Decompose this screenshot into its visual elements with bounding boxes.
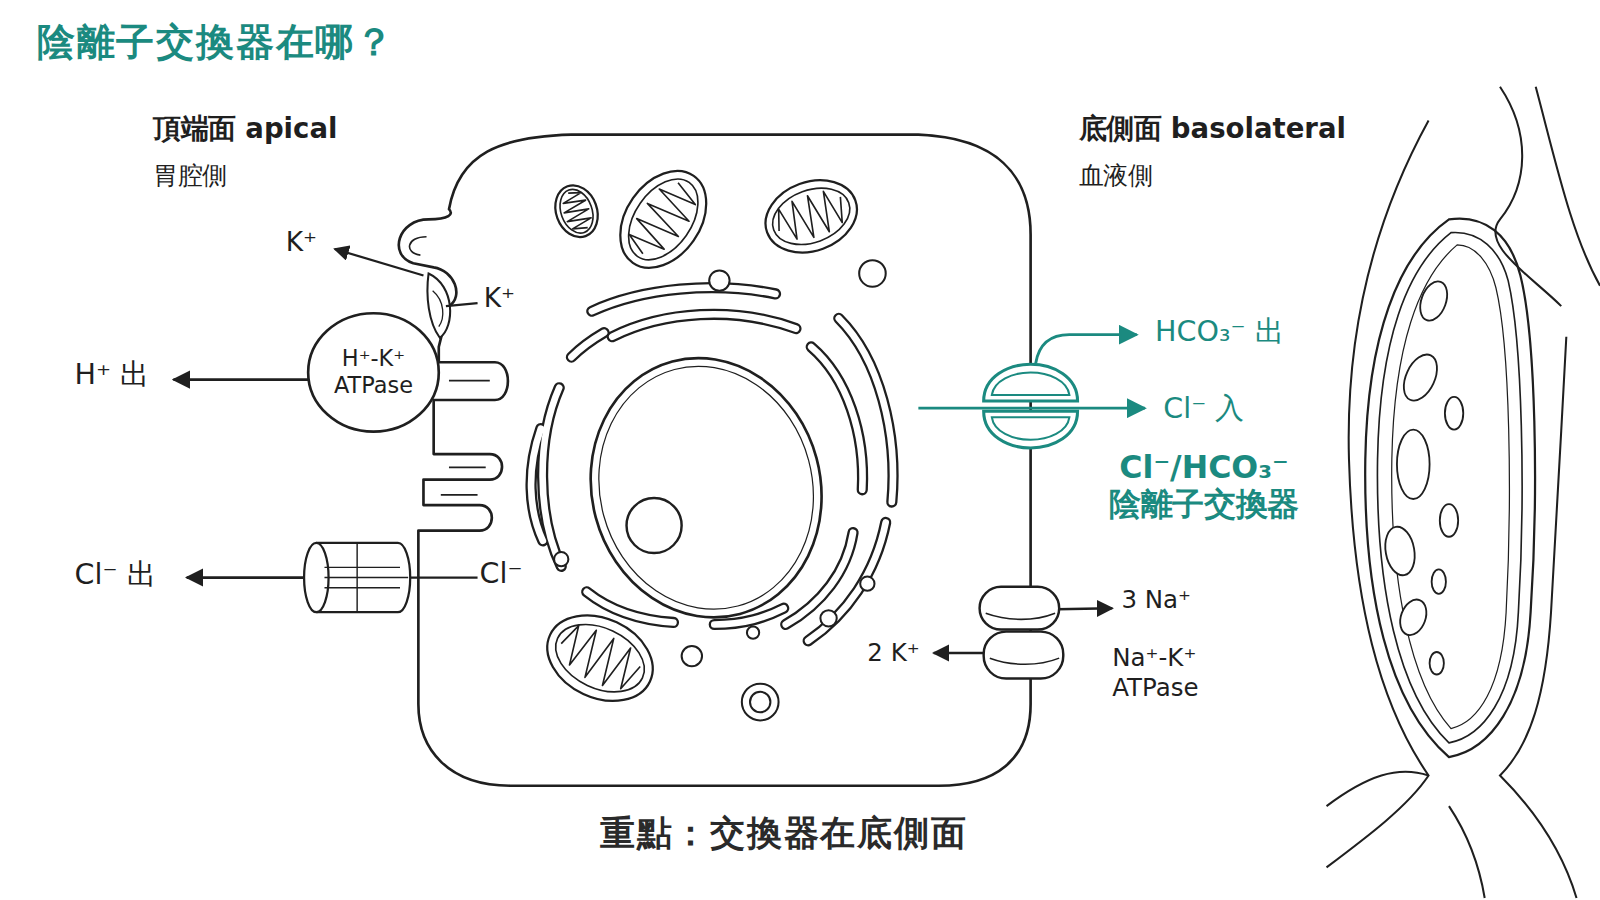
vesicles-part — [554, 552, 568, 566]
diagram-caption: 重點：交換器在底側面 — [478, 812, 1090, 854]
cl-channel-part — [316, 543, 410, 612]
vesicles-part — [820, 610, 836, 626]
k-in-leader — [446, 303, 478, 306]
capillary-part — [1500, 337, 1577, 898]
nucleus — [562, 332, 850, 643]
diagram-title: 陰離子交換器在哪？ — [37, 20, 395, 65]
capillary-part — [1377, 233, 1522, 743]
node-label: Cl⁻/HCO₃⁻ 陰離子交換器 — [1092, 448, 1316, 524]
vesicles-part — [682, 646, 702, 666]
cell-membrane — [399, 135, 1031, 786]
anion-exchanger-shape-part — [992, 372, 1070, 394]
mitochondrion — [755, 168, 867, 265]
vesicles-part — [742, 684, 779, 721]
sodium-potassium-pump-shape-part — [980, 587, 1060, 630]
na-out-arrow — [1057, 608, 1112, 609]
side-subheading: 胃腔側 — [153, 161, 226, 190]
ion-label: 3 Na⁺ — [1121, 586, 1191, 615]
ion-label: K⁺ — [484, 283, 515, 315]
vesicles-part — [859, 260, 886, 287]
capillary-part — [1382, 278, 1464, 675]
vesicles-part — [709, 270, 729, 290]
capillary-part-part — [1397, 430, 1430, 499]
hco3-out-arrow — [1036, 335, 1137, 364]
vesicles-part — [747, 627, 759, 639]
capillary-part-part — [1432, 569, 1446, 593]
ion-flux-label: Cl⁻ 入 — [1163, 392, 1244, 426]
k-in-arrow — [934, 652, 984, 654]
capillary-part — [1449, 806, 1485, 898]
anion-exchanger-shape — [978, 360, 1084, 452]
capillary-part-part — [1382, 524, 1419, 577]
capillary-part-part — [1430, 652, 1444, 674]
h-out-arrow — [173, 378, 308, 381]
anion-exchanger-shape-part — [992, 417, 1070, 439]
capillary-part — [1365, 219, 1535, 758]
capillary-part — [1392, 245, 1510, 729]
cl-channel-part — [324, 543, 408, 612]
anion-exchanger: Cl⁻/HCO₃⁻ 陰離子交換器 — [978, 360, 1084, 452]
capillary-part — [1536, 87, 1600, 286]
ion-flux-label: HCO₃⁻ 出 — [1155, 314, 1283, 348]
vesicles-part — [860, 577, 874, 591]
capillary-part-part — [1395, 596, 1431, 639]
mitochondrion — [603, 155, 724, 284]
mitochondrion — [533, 599, 666, 717]
anion-exchanger-shape-part — [984, 364, 1078, 401]
cl-out-arrow — [187, 576, 304, 579]
node-label: Na⁺-K⁺ ATPase — [1112, 644, 1224, 703]
ion-flux-label: H⁺ 出 — [74, 357, 148, 391]
ion-label: K⁺ — [286, 227, 317, 259]
ion-flux-label: Cl⁻ 出 — [74, 557, 155, 591]
node-label: H⁺-K⁺ ATPase — [316, 311, 430, 433]
k-channel-line — [433, 291, 443, 327]
vesicles-part — [750, 692, 770, 712]
nuclear-envelope — [572, 342, 840, 633]
side-subheading: 血液側 — [1079, 161, 1152, 190]
ion-label: Cl⁻ — [480, 556, 523, 590]
capillary — [1327, 87, 1600, 898]
capillary-part — [1327, 772, 1429, 806]
capillary-part-part — [1397, 349, 1444, 405]
sodium-potassium-pump-shape — [978, 585, 1064, 682]
side-heading: 頂端面 apical — [153, 112, 337, 145]
cl-in-leader — [410, 576, 477, 578]
sodium-potassium-pump-shape-part — [984, 632, 1064, 679]
anion-exchanger-shape-part — [984, 411, 1078, 448]
proton-pump: H⁺-K⁺ ATPase — [306, 311, 441, 433]
cl-channel — [304, 543, 410, 612]
side-heading: 底側面 basolateral — [1079, 112, 1346, 145]
capillary-part-part — [1445, 397, 1463, 430]
nucleolus — [627, 498, 682, 553]
capillary-part-part — [1415, 278, 1452, 325]
sodium-potassium-pump-shape-part — [986, 613, 1059, 664]
cl-in-arrow — [918, 407, 1145, 410]
capillary-part-part — [1440, 504, 1458, 537]
mitochondrion — [548, 179, 605, 243]
sodium-potassium-pump: Na⁺-K⁺ ATPase — [978, 585, 1064, 682]
k-out-arrow — [335, 249, 424, 276]
vesicles — [554, 260, 886, 720]
ion-label: 2 K⁺ — [867, 639, 919, 668]
